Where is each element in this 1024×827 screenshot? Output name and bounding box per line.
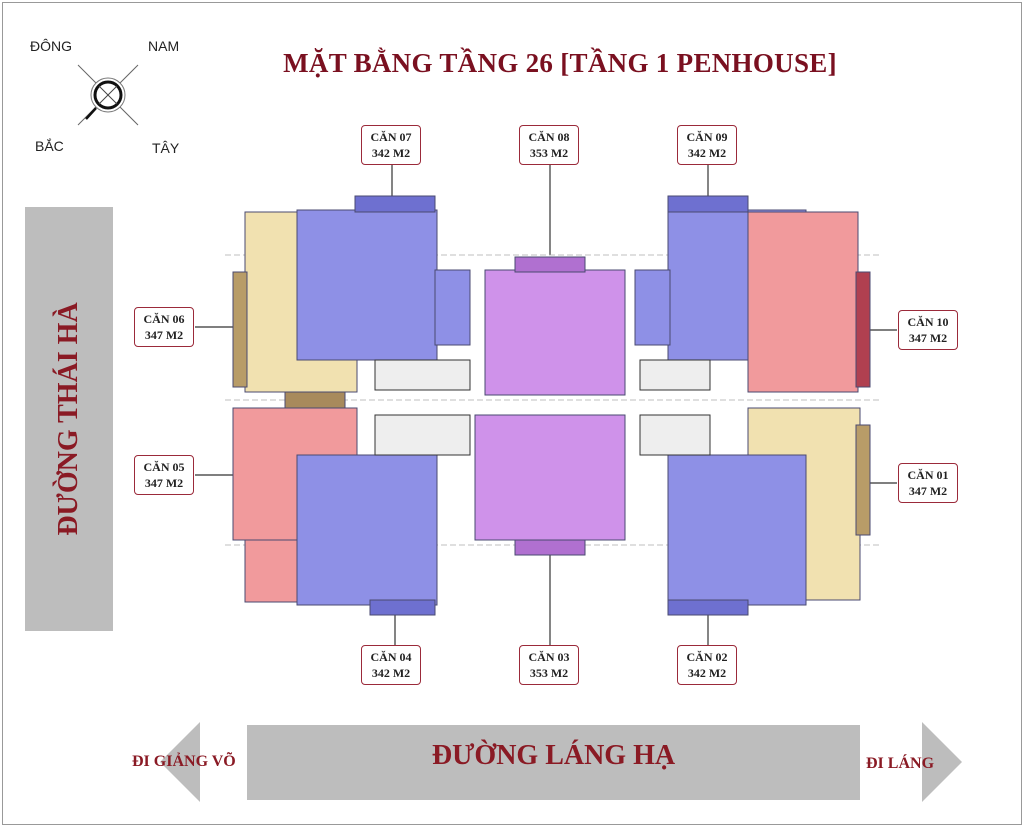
unit-07-area: [296, 209, 438, 361]
compass-icon: [77, 64, 139, 126]
unit-04-area: [296, 454, 438, 606]
compass-north: BẮC: [35, 138, 64, 154]
compass-west: TÂY: [152, 140, 180, 156]
page-title: MẶT BẰNG TẦNG 26 [TẦNG 1 PENHOUSE]: [283, 48, 837, 78]
unit-02-area: [667, 454, 807, 606]
unit-03-area: [474, 414, 626, 541]
unit-08-area: [484, 269, 626, 396]
compass-south: NAM: [148, 38, 180, 54]
road-arrow: [160, 722, 962, 802]
leader-lines: [195, 165, 897, 645]
unit-10-area: [747, 211, 859, 393]
to-lang-label: ĐI LÁNG: [866, 755, 935, 772]
road-thai-ha-label: ĐƯỜNG THÁI HÀ: [53, 302, 84, 536]
to-giang-vo-label: ĐI GIẢNG VÕ: [132, 753, 236, 770]
compass-east: ĐÔNG: [30, 38, 72, 54]
road-lang-ha-label: ĐƯỜNG LÁNG HẠ: [431, 740, 676, 771]
road-thai-ha: ĐƯỜNG THÁI HÀ: [25, 207, 113, 631]
